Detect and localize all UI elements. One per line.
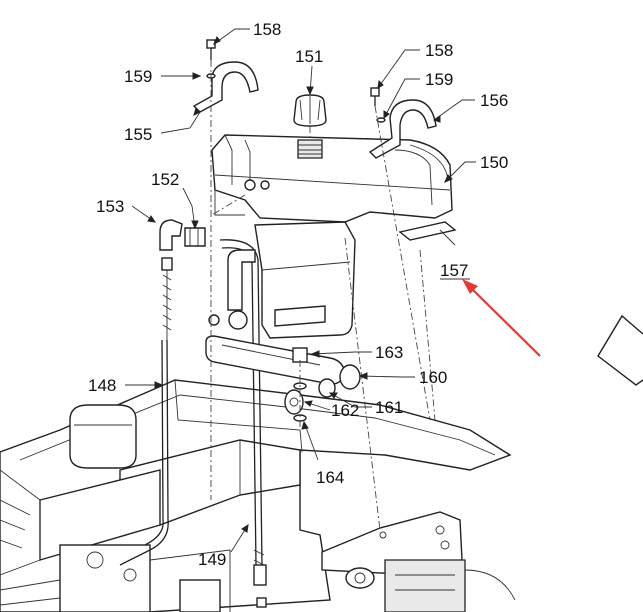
leader-arrowheads — [147, 36, 453, 533]
filter-housing — [321, 511, 516, 612]
callout-156: 156 — [480, 91, 508, 110]
red-arrow-icon — [462, 279, 541, 357]
callout-148: 148 — [88, 376, 116, 395]
callout-160: 160 — [419, 368, 447, 387]
callout-159-right: 159 — [425, 70, 453, 89]
fitting-153 — [159, 219, 183, 251]
callout-163: 163 — [375, 343, 403, 362]
strap-155 — [192, 61, 259, 113]
pipe-elbow — [208, 249, 256, 330]
callout-150: 150 — [480, 153, 508, 172]
filler-cap-151 — [293, 94, 327, 159]
hose-pipe-160 — [205, 335, 361, 390]
callout-149: 149 — [198, 550, 226, 569]
callout-155: 155 — [124, 125, 152, 144]
view-arrow-icon — [597, 314, 643, 386]
callout-151: 151 — [295, 47, 323, 66]
hose-148 — [119, 257, 173, 566]
callout-162: 162 — [331, 401, 359, 420]
strap-156 — [368, 99, 437, 159]
callout-labels: 158 159 155 151 158 159 156 150 152 153 … — [88, 20, 508, 569]
callout-159-left: 159 — [124, 67, 152, 86]
alignment-lines — [210, 60, 436, 531]
pad-157 — [398, 221, 457, 241]
rubber-pad — [69, 404, 137, 469]
callout-152: 152 — [151, 170, 179, 189]
tank-150 — [211, 134, 453, 339]
callout-157: 157 — [440, 261, 468, 280]
fitting-152 — [184, 227, 206, 247]
bolt-158-right — [370, 87, 386, 123]
callout-161: 161 — [375, 398, 403, 417]
callout-158-top: 158 — [253, 20, 281, 39]
callout-153: 153 — [96, 197, 124, 216]
callout-164: 164 — [316, 468, 344, 487]
callout-158-right: 158 — [425, 41, 453, 60]
